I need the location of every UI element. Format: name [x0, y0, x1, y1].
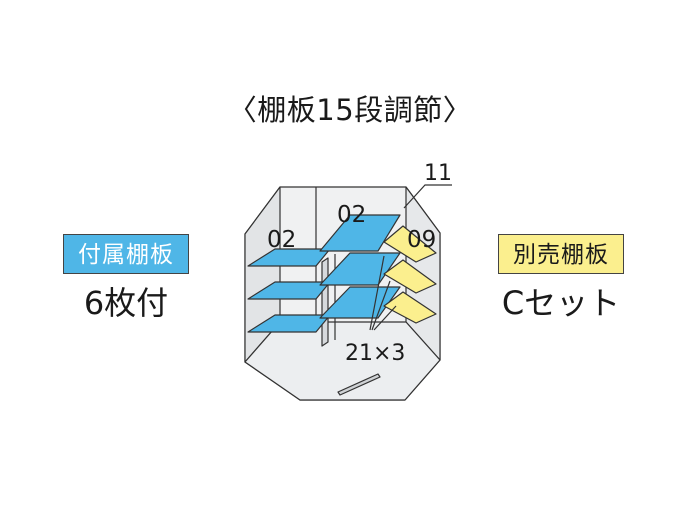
blue-shelf [319, 286, 401, 319]
leader-lines [369, 184, 452, 331]
diagram-title: 〈棚板15段調節〉 [227, 93, 473, 127]
included-shelves [247, 214, 401, 333]
optional-shelves-set: Cセット [501, 284, 621, 322]
optional-shelves [383, 225, 437, 324]
optional-shelves-badge: 別売棚板 [498, 234, 624, 274]
blue-shelf [319, 214, 401, 252]
center-bay-label: 02 [337, 202, 366, 228]
top-pointer-label: 11 [424, 161, 452, 186]
yellow-shelf [383, 259, 437, 294]
yellow-shelf [383, 225, 437, 263]
yellow-shelf [383, 291, 437, 324]
bottom-pointer-label: 21×3 [345, 341, 405, 366]
left-bay-label: 02 [267, 227, 296, 253]
included-shelves-badge: 付属棚板 [63, 234, 189, 274]
right-bay-label: 09 [407, 227, 436, 253]
included-shelves-count: 6枚付 [83, 284, 169, 322]
